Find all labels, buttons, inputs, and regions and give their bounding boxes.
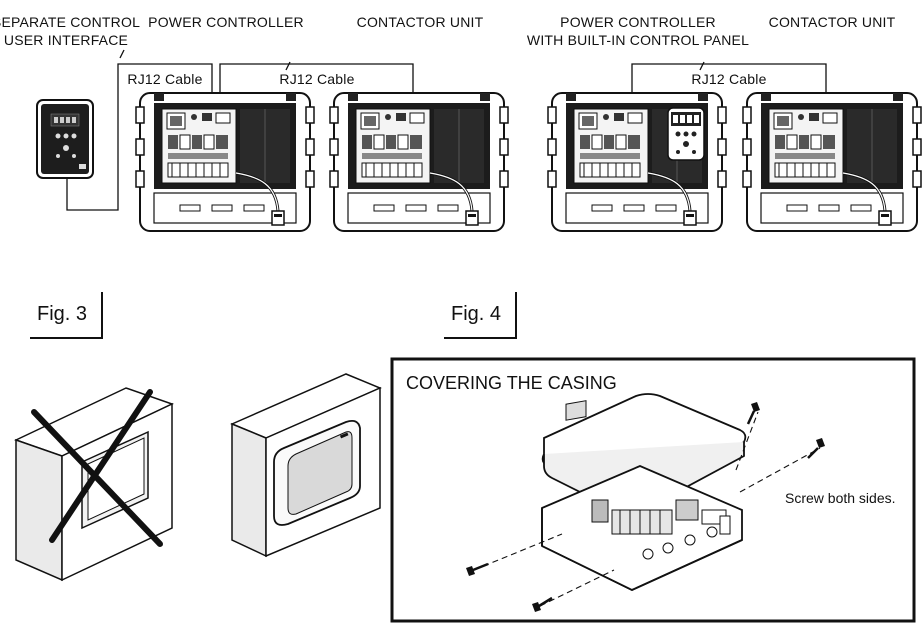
label-separate-control-line2: USER INTERFACE — [3, 32, 129, 48]
figure-label-fig4: Fig. 4 — [451, 303, 502, 325]
label-contactor-unit-b: CONTACTOR UNIT — [768, 14, 896, 30]
label-separate-control-line1: SEPARATE CONTROL — [0, 14, 141, 30]
figure-label-fig3: Fig. 3 — [37, 303, 88, 325]
screw-bottom-left — [466, 562, 489, 576]
label-power-controller-b-line2: WITH BUILT-IN CONTROL PANEL — [526, 32, 750, 48]
casing-title: COVERING THE CASING — [406, 373, 617, 393]
built-in-control-panel — [667, 107, 705, 161]
casing-illustration — [466, 393, 825, 612]
cross-line-2 — [49, 389, 153, 543]
label-rj12-cable-1: RJ12 Cable — [127, 71, 203, 87]
power-controller-unit-a — [134, 91, 316, 233]
fig-label-brackets — [30, 292, 517, 339]
casing-frame — [390, 357, 916, 623]
label-rj12-cable-3: RJ12 Cable — [691, 71, 767, 87]
label-power-controller-b-line1: POWER CONTROLLER — [560, 14, 716, 30]
label-power-controller-a: POWER CONTROLLER — [148, 14, 304, 30]
separate-control-panel-device — [36, 99, 94, 179]
contactor-unit-b — [741, 91, 922, 233]
cross-line-1 — [31, 409, 163, 547]
wrong-mounting-illustration — [14, 387, 174, 582]
screw-top-right — [807, 438, 825, 459]
correct-mounting-illustration — [230, 373, 382, 558]
screw-top-left — [746, 402, 760, 425]
label-rj12-cable-2: RJ12 Cable — [279, 71, 355, 87]
casing-note: Screw both sides. — [785, 490, 896, 506]
contactor-unit-a — [328, 91, 510, 233]
label-contactor-unit-a: CONTACTOR UNIT — [356, 14, 484, 30]
screw-bottom-right — [532, 596, 553, 612]
